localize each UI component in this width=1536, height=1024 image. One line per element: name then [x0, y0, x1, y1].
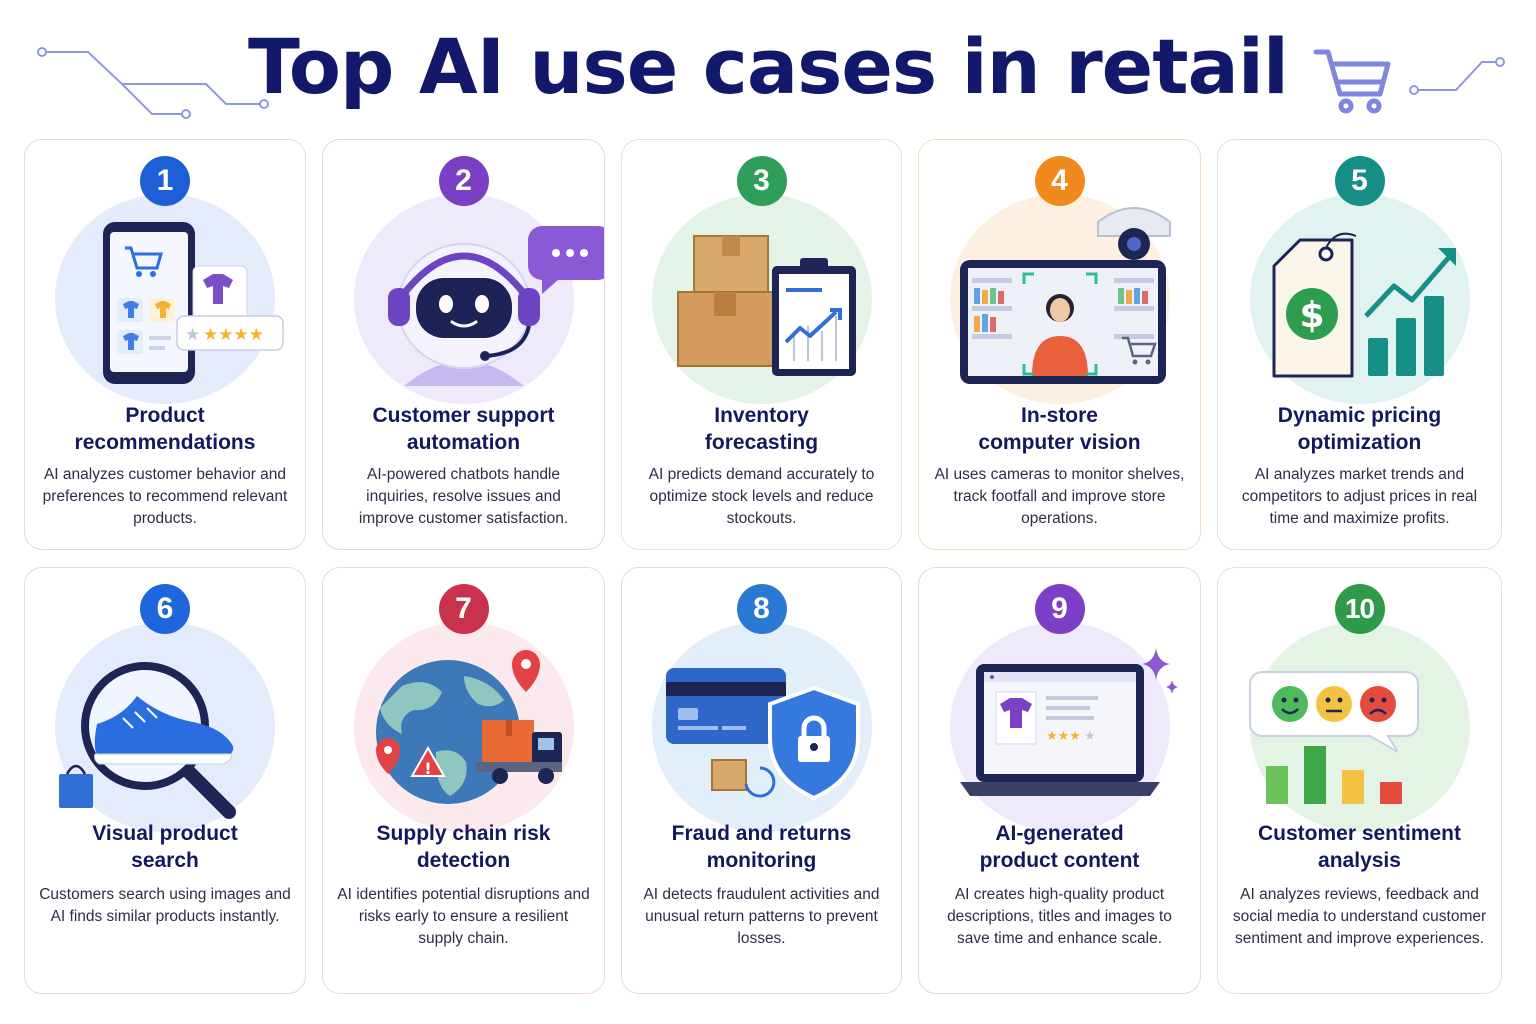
- card-description: AI uses cameras to monitor shelves, trac…: [934, 466, 1185, 527]
- card-description: AI-powered chatbots handle inquiries, re…: [358, 466, 569, 527]
- number-badge: 7: [438, 584, 489, 634]
- svg-text:★: ★: [1084, 729, 1096, 744]
- globe-truck-icon: !: [375, 650, 562, 804]
- card-shield-icon: [665, 668, 860, 801]
- magnifier-shoe-icon: [59, 662, 236, 819]
- smartphone-recommendations-icon: ★ ★★★★: [103, 222, 284, 384]
- card-description: AI analyzes reviews, feedback and social…: [1232, 886, 1487, 947]
- shopping-cart-decoration-icon: [1313, 49, 1391, 114]
- card-description: AI analyzes market trends and competitor…: [1241, 466, 1478, 527]
- card-description: Customers search using images and AI fin…: [39, 886, 291, 925]
- number-badge: 5: [1334, 156, 1385, 206]
- inventory-boxes-icon: [676, 235, 856, 376]
- page-title: Top AI use cases in retail: [248, 22, 1289, 111]
- number-badge: 6: [140, 584, 190, 634]
- number-badge: 4: [1034, 156, 1085, 206]
- price-tag-chart-icon: $: [1272, 232, 1456, 378]
- number-badge: 3: [736, 156, 787, 206]
- sentiment-faces-icon: [1248, 671, 1419, 804]
- number-badge: 9: [1034, 584, 1085, 634]
- chatbot-icon: [387, 226, 604, 386]
- svg-text:★★★: ★★★: [1046, 729, 1081, 744]
- laptop-product-icon: ★★★ ★: [959, 648, 1178, 796]
- svg-text:★★★★: ★★★★: [203, 325, 264, 345]
- svg-text:★: ★: [185, 325, 200, 345]
- svg-text:$: $: [1299, 295, 1324, 336]
- svg-text:!: !: [424, 759, 431, 778]
- number-badge: 1: [140, 156, 190, 206]
- number-badge: 2: [438, 156, 489, 206]
- card-description: AI creates high-quality product descript…: [947, 886, 1172, 947]
- card-description: AI analyzes customer behavior and prefer…: [42, 466, 288, 527]
- security-camera-icon: [959, 207, 1171, 384]
- card-description: AI detects fraudulent activities and unu…: [643, 886, 880, 947]
- card-description: AI predicts demand accurately to optimiz…: [648, 466, 875, 527]
- number-badge: 10: [1334, 584, 1385, 634]
- circuit-decoration-left-icon: [37, 47, 269, 119]
- circuit-decoration-right-icon: [1409, 57, 1505, 95]
- number-badge: 8: [736, 584, 787, 634]
- card-description: AI identifies potential disruptions and …: [337, 886, 590, 947]
